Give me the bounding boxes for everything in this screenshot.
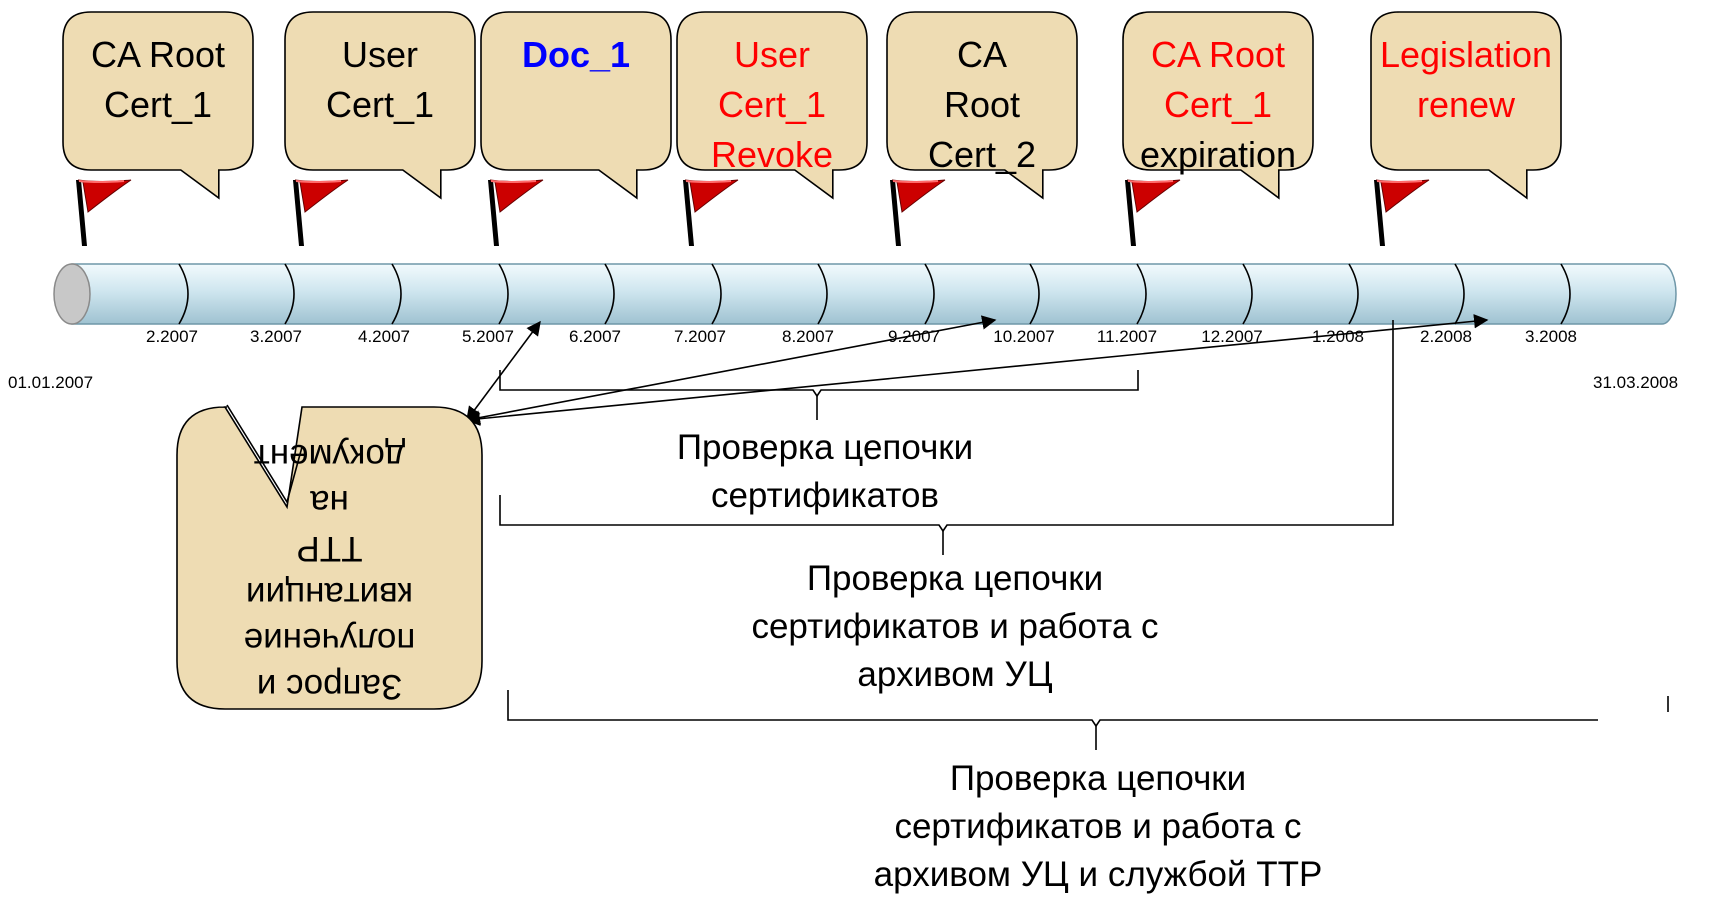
month-label: 5.2007 xyxy=(462,327,514,346)
request-callout-box xyxy=(176,406,483,710)
period-brackets xyxy=(499,320,1669,750)
timeline-bar xyxy=(53,263,1677,325)
period-label: Проверка цепочки сертификатов xyxy=(677,424,973,520)
month-label: 3.2008 xyxy=(1525,327,1577,346)
period-label-line: Проверка цепочки xyxy=(806,559,1104,598)
period-bracket xyxy=(499,320,1394,555)
request-callout-text: Запрос и получение квитанции TTP на документ xyxy=(177,427,482,709)
month-label: 2.2008 xyxy=(1420,327,1472,346)
timeline-tube xyxy=(71,263,1677,325)
period-label: Проверка цепочки сертификатов и работа с а… xyxy=(874,755,1323,899)
event-callout-box xyxy=(1122,11,1314,200)
event-callout-line: User xyxy=(341,34,418,75)
event-callout-label: Legislation renew xyxy=(1371,30,1561,130)
period-label-line: архивом УЦ xyxy=(857,655,1053,694)
event-callout-line: CA xyxy=(956,34,1007,75)
period-label-line: архивом УЦ и службой TTP xyxy=(873,855,1323,894)
month-divider xyxy=(1560,263,1571,325)
event-callout-box xyxy=(284,11,476,200)
event-callout-line: CA Root xyxy=(90,34,226,75)
event-callout-line: Root xyxy=(943,84,1021,125)
arrows xyxy=(465,314,1489,426)
event-callout-line: Cert_2 xyxy=(927,134,1037,175)
month-divider xyxy=(178,263,189,325)
event-callout-line: Cert_1 xyxy=(1163,84,1273,125)
event-callout-box xyxy=(1370,11,1562,200)
period-label-line: Проверка цепочки xyxy=(949,759,1247,798)
month-label: 8.2007 xyxy=(782,327,834,346)
request-callout-line: документ xyxy=(253,437,406,476)
timeline-start-cap xyxy=(53,263,91,325)
timeline-start-date: 01.01.2007 xyxy=(8,373,94,392)
event-callout-line: CA Root xyxy=(1150,34,1286,75)
period-label-line: сертификатов и работа с xyxy=(751,607,1159,646)
event-callout-line: Doc_1 xyxy=(521,34,631,75)
month-label: 2.2007 xyxy=(146,327,198,346)
event-callout-line: Cert_1 xyxy=(717,84,827,125)
month-label: 6.2007 xyxy=(569,327,621,346)
red-flag-icon xyxy=(683,179,739,246)
request-callout-line: квитанции xyxy=(245,575,414,614)
event-callout-line: Legislation xyxy=(1379,34,1553,75)
event-flags xyxy=(76,179,1430,246)
request-callout-line: на xyxy=(310,483,349,522)
period-label-line: Проверка цепочки xyxy=(676,428,974,467)
request-callout-line: получение xyxy=(243,621,416,660)
event-callout-line: User xyxy=(733,34,810,75)
event-callout-box xyxy=(676,11,868,200)
request-callout-line: TTP xyxy=(296,529,363,568)
month-label: 10.2007 xyxy=(993,327,1055,346)
month-label: 11.2007 xyxy=(1096,327,1158,346)
month-divider xyxy=(284,263,295,325)
event-callout-line: Revoke xyxy=(710,134,834,175)
period-bracket xyxy=(499,370,1139,420)
period-label-line: сертификатов и работа с xyxy=(894,807,1302,846)
period-bracket xyxy=(507,690,1598,750)
request-callout-line: Запрос и xyxy=(256,667,403,706)
red-flag-icon xyxy=(1125,179,1181,246)
month-label: 9.2007 xyxy=(888,327,940,346)
month-label: 7.2007 xyxy=(674,327,726,346)
period-label: Проверка цепочки сертификатов и работа с а… xyxy=(751,555,1158,699)
event-callout-box xyxy=(886,11,1078,200)
arrow xyxy=(465,314,1489,426)
event-callout-label: Doc_1 xyxy=(481,30,671,80)
event-callout-line: Cert_1 xyxy=(103,84,213,125)
month-label: 3.2007 xyxy=(250,327,302,346)
request-callout xyxy=(176,404,483,710)
event-callout-box xyxy=(62,11,254,200)
period-label-line: сертификатов xyxy=(710,476,940,515)
month-divider xyxy=(391,263,402,325)
request-callout-pointer xyxy=(226,404,303,504)
red-flag-icon xyxy=(293,179,349,246)
month-label: 4.2007 xyxy=(358,327,410,346)
event-callout-line: Cert_1 xyxy=(325,84,435,125)
event-callout-line: renew xyxy=(1416,84,1516,125)
red-flag-icon xyxy=(488,179,544,246)
red-flag-icon xyxy=(890,179,946,246)
timeline-end-date: 31.03.2008 xyxy=(1593,373,1679,392)
red-flag-icon xyxy=(1374,179,1430,246)
event-callout-box xyxy=(480,11,672,200)
event-callouts xyxy=(62,11,1562,200)
event-callout-line: expiration xyxy=(1139,134,1297,175)
month-label: 1.2008 xyxy=(1312,327,1364,346)
month-label: 12.2007 xyxy=(1201,327,1263,346)
red-flag-icon xyxy=(76,179,132,246)
